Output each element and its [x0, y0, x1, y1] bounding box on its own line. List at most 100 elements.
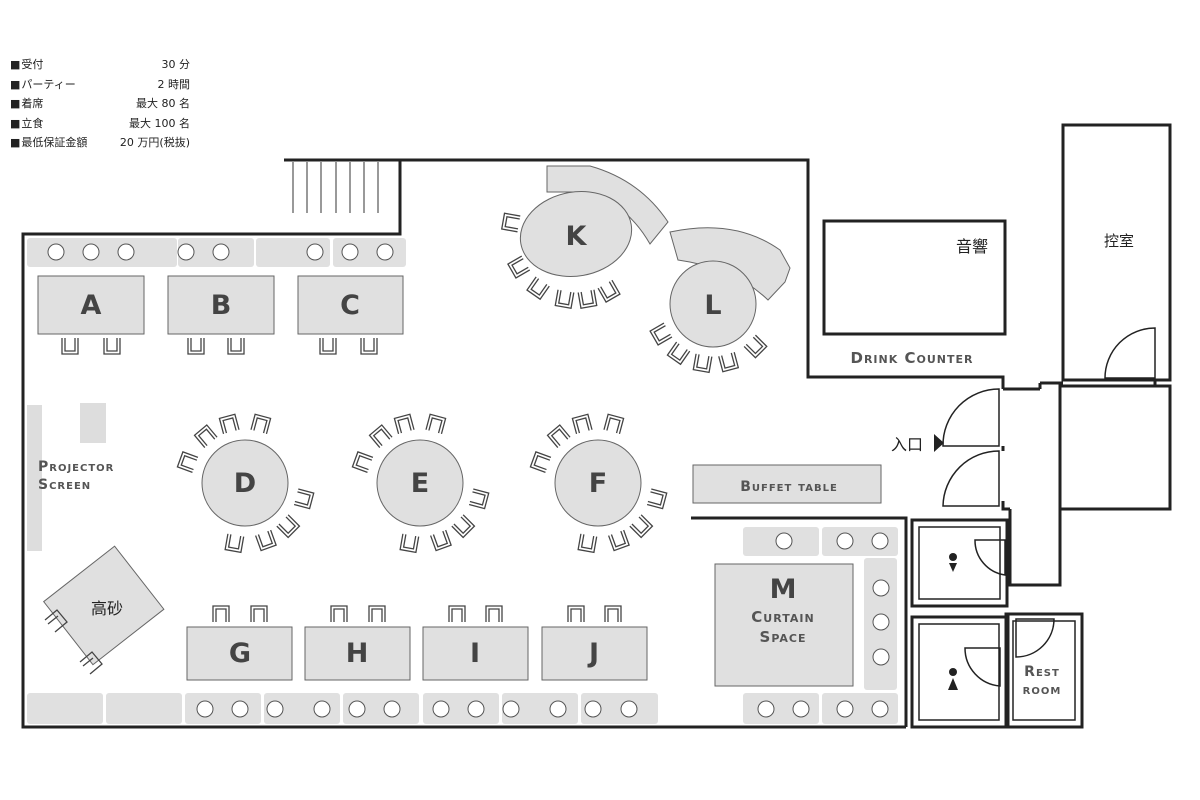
- chair-outline: [649, 322, 673, 346]
- chair: [330, 605, 348, 622]
- chair-outline: [193, 424, 218, 448]
- stool: [196, 700, 214, 718]
- chair-outline: [692, 353, 713, 374]
- chair: [351, 451, 374, 474]
- chair: [577, 289, 598, 310]
- projector-label-1: Projector: [38, 459, 114, 475]
- bench: [27, 693, 103, 724]
- chair: [451, 514, 476, 539]
- chair-outline: [103, 338, 121, 355]
- chair: [360, 338, 378, 355]
- info-label: 立食: [10, 114, 43, 134]
- stool: [872, 613, 890, 631]
- bench: [185, 693, 261, 724]
- stool: [432, 700, 450, 718]
- bench: [343, 693, 419, 724]
- chair-outline: [61, 338, 79, 355]
- chair: [212, 605, 230, 622]
- stool: [341, 243, 359, 261]
- stool: [117, 243, 135, 261]
- chair-outline: [468, 488, 490, 510]
- chair: [250, 413, 272, 435]
- chair: [603, 413, 625, 435]
- table-h: [304, 626, 411, 681]
- table-m-label: M: [770, 574, 797, 605]
- entrance-label: 入口: [891, 435, 923, 454]
- stool: [549, 700, 567, 718]
- info-row: 立食 最大 100 名: [10, 114, 190, 134]
- chair-outline: [567, 605, 585, 622]
- chair-outline: [429, 529, 452, 552]
- chair: [577, 533, 598, 554]
- chair-outline: [254, 529, 277, 552]
- chair-outline: [212, 605, 230, 622]
- chair: [500, 212, 521, 233]
- chair: [187, 338, 205, 355]
- chair: [393, 413, 415, 435]
- stool: [792, 700, 810, 718]
- takasago-chairs: [44, 609, 103, 675]
- table-k-label: K: [566, 221, 588, 252]
- chair-outline: [629, 514, 654, 539]
- info-value: 最大 100 名: [129, 116, 190, 130]
- stool: [467, 700, 485, 718]
- table-j: [541, 626, 648, 681]
- chair: [250, 605, 268, 622]
- bench: [581, 693, 658, 724]
- chair: [607, 529, 630, 552]
- stool: [212, 243, 230, 261]
- green-room-label: 控室: [1104, 232, 1134, 250]
- chair: [468, 488, 490, 510]
- stool: [376, 243, 394, 261]
- chair: [227, 338, 245, 355]
- stool: [836, 700, 854, 718]
- restroom-label-1: Rest: [1024, 664, 1060, 680]
- chair-outline: [330, 605, 348, 622]
- chair: [448, 605, 466, 622]
- stool: [177, 243, 195, 261]
- projector-label-2: Screen: [38, 477, 91, 493]
- table-a: [37, 275, 145, 335]
- stool: [502, 700, 520, 718]
- chair: [103, 338, 121, 355]
- takasago-table: [42, 545, 165, 666]
- chair: [399, 533, 420, 554]
- table-m: [714, 563, 854, 687]
- info-value: 20 万円(税抜): [119, 136, 190, 149]
- stool: [836, 532, 854, 550]
- table-g-label: G: [229, 638, 251, 669]
- chair-outline: [448, 605, 466, 622]
- table-e: [376, 439, 464, 527]
- table-f: [554, 439, 642, 527]
- chair: [649, 322, 673, 346]
- chair: [666, 341, 691, 366]
- buffet-table: [692, 464, 882, 504]
- chair-outline: [529, 451, 552, 474]
- chair-outline: [276, 514, 301, 539]
- chair: [368, 424, 393, 448]
- curtain-label-1: Curtain: [751, 608, 814, 626]
- chair: [293, 488, 315, 510]
- stool: [757, 700, 775, 718]
- chair-outline: [451, 514, 476, 539]
- chair: [604, 605, 622, 622]
- chair-outline: [319, 338, 337, 355]
- chair-outline: [393, 413, 415, 435]
- chair: [646, 488, 668, 510]
- table-c: [297, 275, 404, 335]
- buffet-label: Buffet table: [740, 479, 838, 495]
- table-b-label: B: [211, 290, 232, 321]
- chair-outline: [351, 451, 374, 474]
- info-value: 2 時間: [157, 77, 191, 91]
- stairs: [292, 162, 379, 213]
- chair: [224, 533, 245, 554]
- chair-outline: [360, 338, 378, 355]
- chair-outline: [546, 424, 571, 448]
- projector-screen: [27, 405, 42, 551]
- drink-counter-label: Drink Counter: [851, 349, 974, 367]
- chair: [254, 529, 277, 552]
- chair-outline: [187, 338, 205, 355]
